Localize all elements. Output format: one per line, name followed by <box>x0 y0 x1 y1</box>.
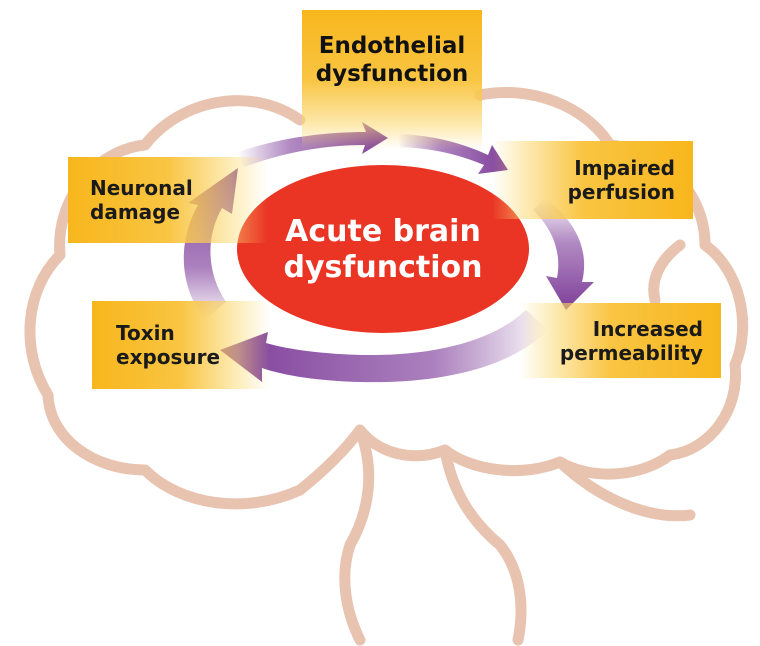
center-label: Acute brain dysfunction <box>248 190 518 310</box>
node-toxin-line1: Toxin <box>116 321 220 345</box>
brain-stem-outline <box>345 430 369 640</box>
center-label-line1: Acute brain <box>283 214 482 250</box>
node-toxin-exposure: Toxin exposure <box>92 301 270 389</box>
node-endothelial-dysfunction: Endothelial dysfunction <box>302 10 482 150</box>
node-impaired-perfusion: Impaired perfusion <box>492 141 693 219</box>
node-neuronal-damage: Neuronal damage <box>68 157 268 243</box>
brain-fold <box>654 245 680 300</box>
node-neuronal-line2: damage <box>90 200 193 224</box>
node-increased-permeability: Increased permeability <box>520 303 721 378</box>
node-endothelial-line2: dysfunction <box>316 60 469 88</box>
node-endothelial-line1: Endothelial <box>316 32 469 60</box>
node-impaired-line1: Impaired <box>568 156 675 180</box>
node-toxin-line2: exposure <box>116 345 220 369</box>
brain-stem-outline-right <box>445 450 521 640</box>
node-impaired-line2: perfusion <box>568 180 675 204</box>
node-neuronal-line1: Neuronal <box>90 176 193 200</box>
center-label-line2: dysfunction <box>283 250 482 286</box>
node-increased-line2: permeability <box>560 341 703 365</box>
node-increased-line1: Increased <box>560 317 703 341</box>
